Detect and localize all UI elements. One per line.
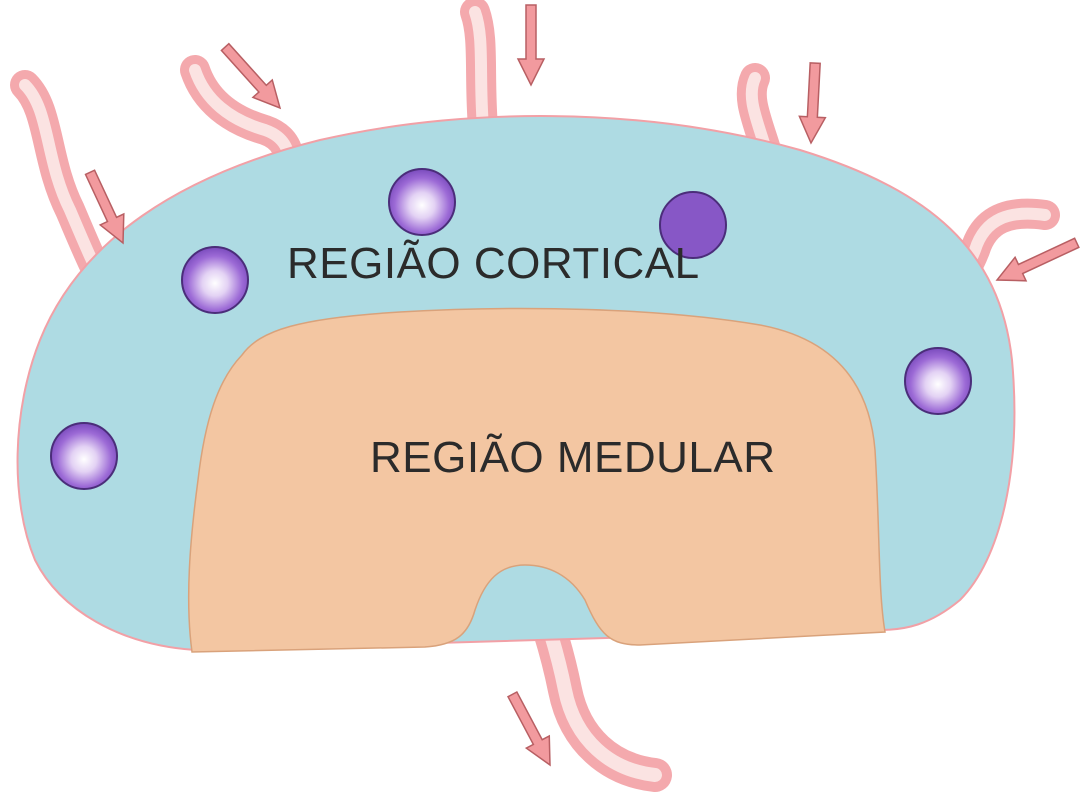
- flow-arrow-icon: [798, 62, 827, 145]
- lymphoid-follicle-icon: [50, 422, 118, 490]
- flow-arrow-icon: [516, 4, 546, 87]
- lymphoid-follicle-icon: [904, 347, 972, 415]
- flow-arrows-group: [84, 4, 1080, 767]
- lymphoid-follicle-icon: [659, 191, 727, 259]
- flow-arrow-icon: [995, 237, 1080, 282]
- lymphoid-follicle-icon: [181, 246, 249, 314]
- flow-arrow-icon: [84, 169, 125, 245]
- follicles-group: [50, 168, 972, 490]
- lymphoid-follicle-icon: [388, 168, 456, 236]
- medullary-region: [187, 307, 886, 653]
- flow-arrow-icon: [507, 691, 551, 767]
- medullary-region-label: REGIÃO MEDULAR: [370, 432, 776, 482]
- flow-arrow-icon: [220, 42, 282, 110]
- cortical-region-label: REGIÃO CORTICAL: [287, 238, 700, 288]
